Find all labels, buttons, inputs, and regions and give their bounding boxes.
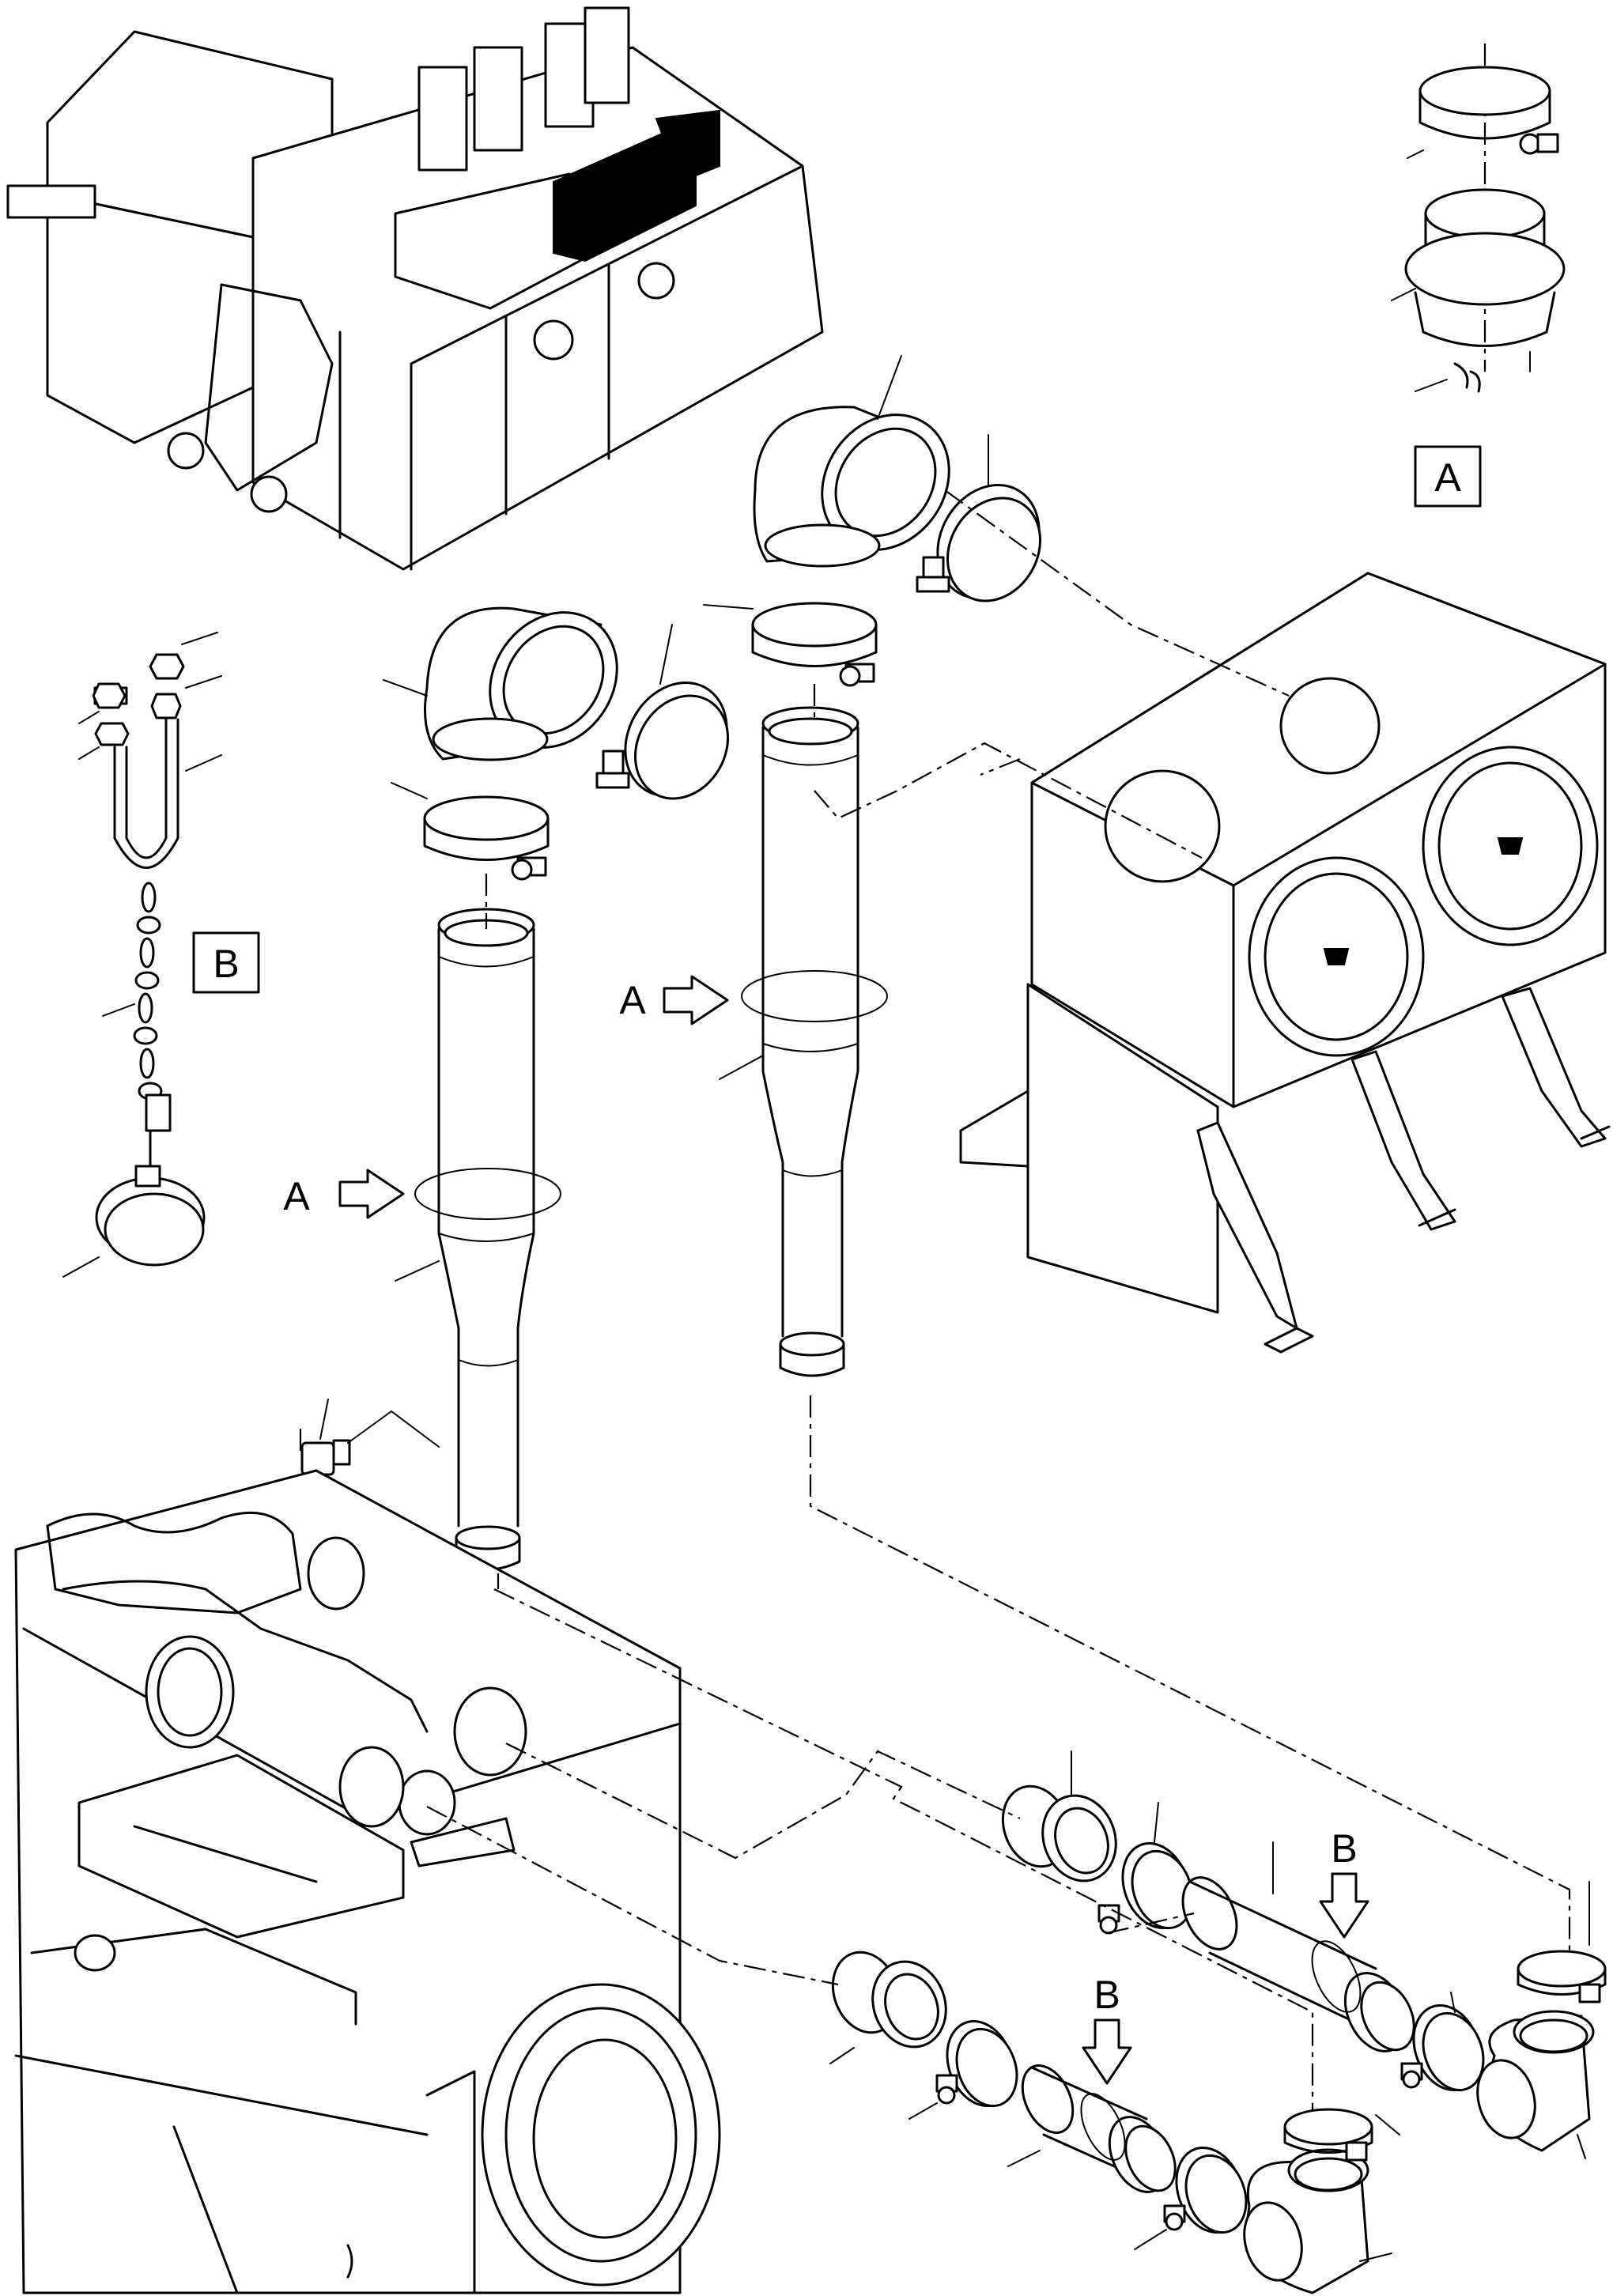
lower-duct-assembly xyxy=(829,1950,1400,2294)
engine-block xyxy=(14,1469,721,2294)
callout-arrow-a-right: A xyxy=(619,975,729,1025)
detail-b-label: B xyxy=(213,942,239,986)
callout-a-right-label: A xyxy=(619,978,646,1022)
detail-b-assembly: B xyxy=(62,632,260,1278)
callout-a-left-label: A xyxy=(283,1174,310,1218)
left-intake-tube xyxy=(300,606,730,1571)
chain xyxy=(133,882,163,1101)
callout-b-upper-label: B xyxy=(1331,1826,1357,1871)
connection-lines xyxy=(299,489,1571,2111)
detail-a-label-box xyxy=(1414,445,1482,508)
right-intake-tube xyxy=(703,355,1042,1377)
callout-arrow-a-left: A xyxy=(283,1169,405,1219)
callout-arrow-b-upper: B xyxy=(1319,1826,1369,1939)
detail-b-label-box xyxy=(192,931,260,994)
machine-overview xyxy=(6,6,824,571)
air-filter-housing xyxy=(959,572,1611,1354)
callout-arrow-b-lower: B xyxy=(1082,1973,1132,2085)
callout-b-lower-label: B xyxy=(1094,1973,1120,2017)
detail-a-label: A xyxy=(1434,455,1461,500)
upper-duct-assembly xyxy=(1001,1750,1607,2159)
detail-a-assembly: A xyxy=(1391,43,1566,508)
